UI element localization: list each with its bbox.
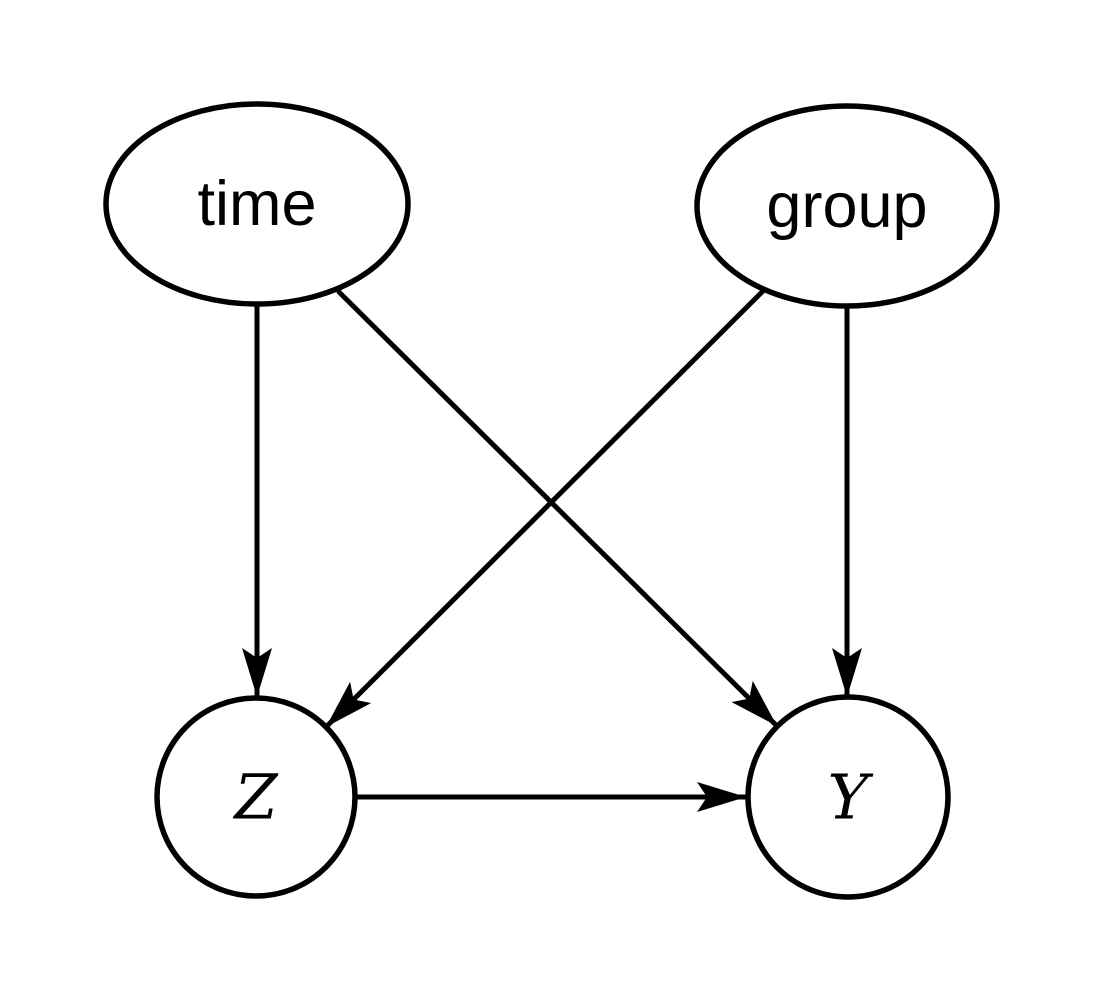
- node-group-ellipse: [694, 103, 1000, 309]
- node-group: group: [694, 103, 1000, 309]
- node-Z-label: Z: [232, 761, 278, 834]
- node-time: time: [103, 101, 411, 307]
- node-Z: Z: [154, 695, 358, 899]
- edges-layer: [242, 288, 862, 812]
- node-Y: Y: [745, 694, 951, 900]
- node-time-label: time: [197, 169, 316, 239]
- node-Y-circle: [745, 694, 951, 900]
- node-Y-label: Y: [828, 761, 874, 834]
- node-time-ellipse: [103, 101, 411, 307]
- node-Z-circle: [154, 695, 358, 899]
- edge-time-to-Y: [336, 289, 779, 728]
- node-group-label: group: [766, 171, 927, 241]
- edge-group-to-Z: [324, 288, 766, 729]
